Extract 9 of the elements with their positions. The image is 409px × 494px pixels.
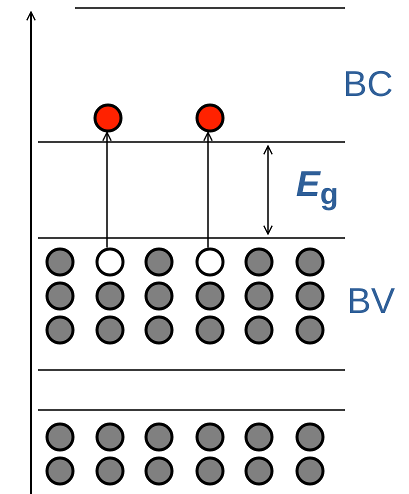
energy-gap-label: E$_{g}$ (296, 166, 338, 210)
electron-circle (196, 104, 224, 132)
excitation-arrow (102, 132, 112, 248)
band-label: BC (343, 66, 394, 102)
hole-circle (196, 248, 224, 276)
hole-circle (96, 248, 124, 276)
excitation-arrow (203, 132, 213, 248)
electron-circle (94, 104, 122, 132)
band-label: BV (347, 283, 396, 319)
